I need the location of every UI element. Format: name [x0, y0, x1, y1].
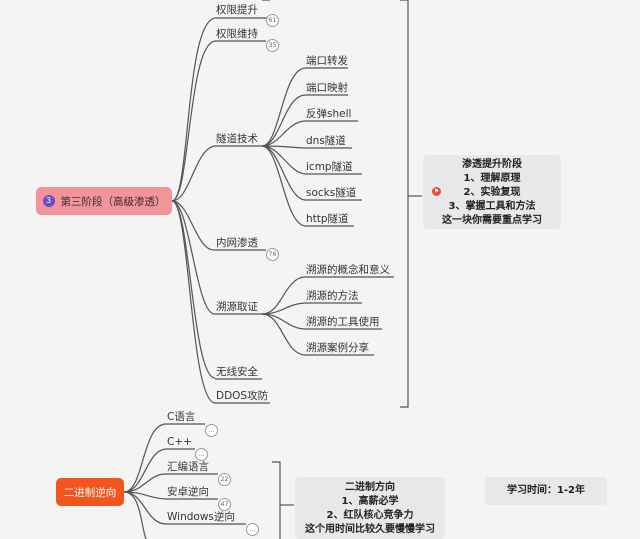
tunnel-item[interactable]: http隧道 [306, 213, 349, 225]
stage3-root-label: 第三阶段（高级渗透） [60, 195, 166, 208]
tunnel-item[interactable]: 反弹shell [306, 108, 352, 120]
node-wireless[interactable]: 无线安全 [216, 366, 258, 378]
count-badge-icon[interactable]: ... [246, 523, 259, 536]
node-persistence[interactable]: 权限维持 [216, 28, 258, 40]
count-badge-icon[interactable]: ... [195, 448, 208, 461]
tracing-item[interactable]: 溯源的工具使用 [306, 316, 380, 328]
reverse-note[interactable]: 二进制方向 1、高薪必学 2、红队核心竞争力 这个用时间比较久要慢慢学习 [295, 477, 445, 539]
note-line: 二进制方向 [345, 482, 395, 493]
count-badge-icon[interactable]: 61 [266, 14, 279, 27]
count-badge-icon[interactable]: 47 [218, 498, 231, 511]
stage3-root-node[interactable]: 3 第三阶段（高级渗透） [36, 187, 172, 215]
study-time-note[interactable]: 学习时间：1-2年 [485, 477, 607, 505]
note-line: 3、掌握工具和方法 [448, 201, 536, 212]
stage3-note[interactable]: 渗透提升阶段 1、理解原理 2、实验复现 3、掌握工具和方法 这一块你需要重点学… [423, 155, 561, 229]
note-line: 这个用时间比较久要慢慢学习 [305, 524, 435, 535]
note-line: 1、高薪必学 [341, 496, 399, 507]
tunnel-item[interactable]: icmp隧道 [306, 161, 353, 173]
number-3-icon: 3 [42, 195, 55, 207]
count-badge-icon[interactable]: 35 [266, 39, 279, 52]
count-badge-icon[interactable]: 76 [266, 248, 279, 261]
tracing-item[interactable]: 溯源案例分享 [306, 342, 369, 354]
note-line: 渗透提升阶段 [462, 159, 522, 170]
flag-icon: ⚑ [432, 187, 441, 196]
note-line: 2、实验复现 [463, 187, 521, 198]
reverse-item[interactable]: C语言 [167, 411, 196, 423]
reverse-root-node[interactable]: 二进制逆向 [56, 478, 124, 506]
tracing-item[interactable]: 溯源的方法 [306, 290, 359, 302]
tunnel-item[interactable]: dns隧道 [306, 135, 346, 147]
count-badge-icon[interactable]: ... [205, 424, 218, 437]
reverse-item[interactable]: Windows逆向 [167, 511, 235, 523]
node-intranet[interactable]: 内网渗透 [216, 237, 258, 249]
note-line: 这一块你需要重点学习 [442, 215, 542, 226]
reverse-item[interactable]: C++ [167, 436, 192, 448]
node-tracing[interactable]: 溯源取证 [216, 301, 258, 313]
node-ddos[interactable]: DDOS攻防 [216, 390, 269, 402]
node-priv-esc[interactable]: 权限提升 [216, 4, 258, 16]
reverse-item[interactable]: 汇编语言 [167, 461, 209, 473]
count-badge-icon[interactable]: 22 [218, 473, 231, 486]
tunnel-item[interactable]: 端口映射 [306, 82, 348, 94]
tunnel-item[interactable]: socks隧道 [306, 187, 357, 199]
tracing-item[interactable]: 溯源的概念和意义 [306, 264, 390, 276]
node-tunnel[interactable]: 隧道技术 [216, 133, 258, 145]
tunnel-item[interactable]: 端口转发 [306, 55, 348, 67]
reverse-item[interactable]: 安卓逆向 [167, 486, 209, 498]
note-line: 1、理解原理 [463, 173, 521, 184]
note-line: 2、红队核心竞争力 [326, 510, 414, 521]
